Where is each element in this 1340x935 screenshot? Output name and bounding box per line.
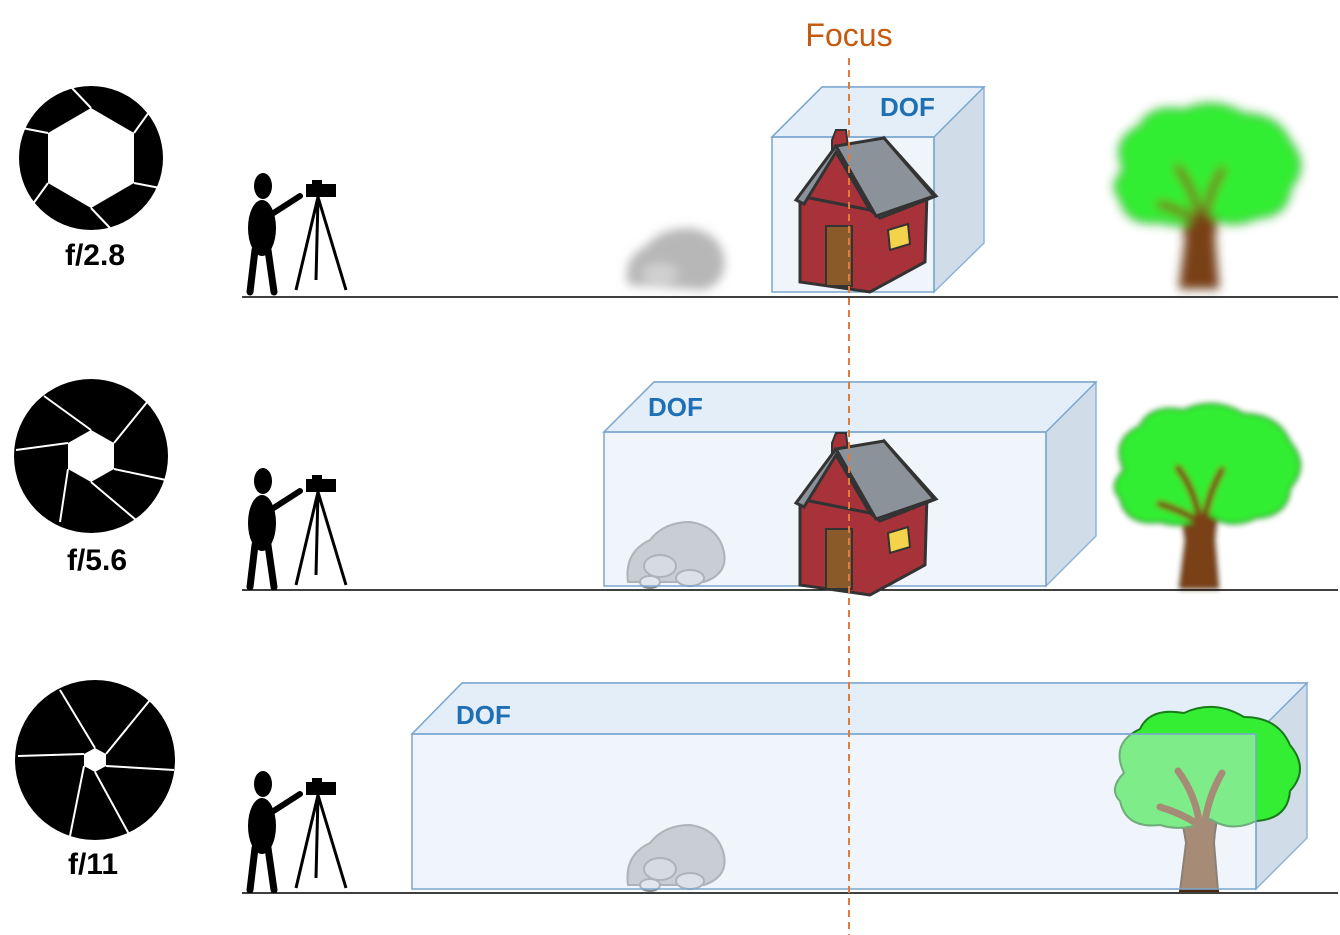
row-3: f/11 DOF xyxy=(15,431,1338,893)
f-stop-label: f/11 xyxy=(68,848,118,881)
tree-icon xyxy=(1115,104,1300,288)
row-1: f/2.8 DOF xyxy=(19,86,1338,298)
rock-icon xyxy=(626,228,725,290)
aperture-small-icon xyxy=(15,680,175,840)
aperture-large-icon xyxy=(19,86,163,230)
f-stop-label: f/5.6 xyxy=(67,544,127,577)
photographer-icon xyxy=(248,771,346,890)
photographer-icon xyxy=(248,468,346,587)
photographer-icon xyxy=(248,173,346,292)
tree-icon xyxy=(1115,404,1300,588)
dof-label: DOF xyxy=(648,392,703,422)
dof-box xyxy=(410,431,1309,891)
dof-label: DOF xyxy=(456,700,511,730)
f-stop-label: f/2.8 xyxy=(65,239,125,272)
focus-label: Focus xyxy=(805,17,892,53)
aperture-medium-icon xyxy=(14,379,168,533)
dof-label: DOF xyxy=(880,92,935,122)
